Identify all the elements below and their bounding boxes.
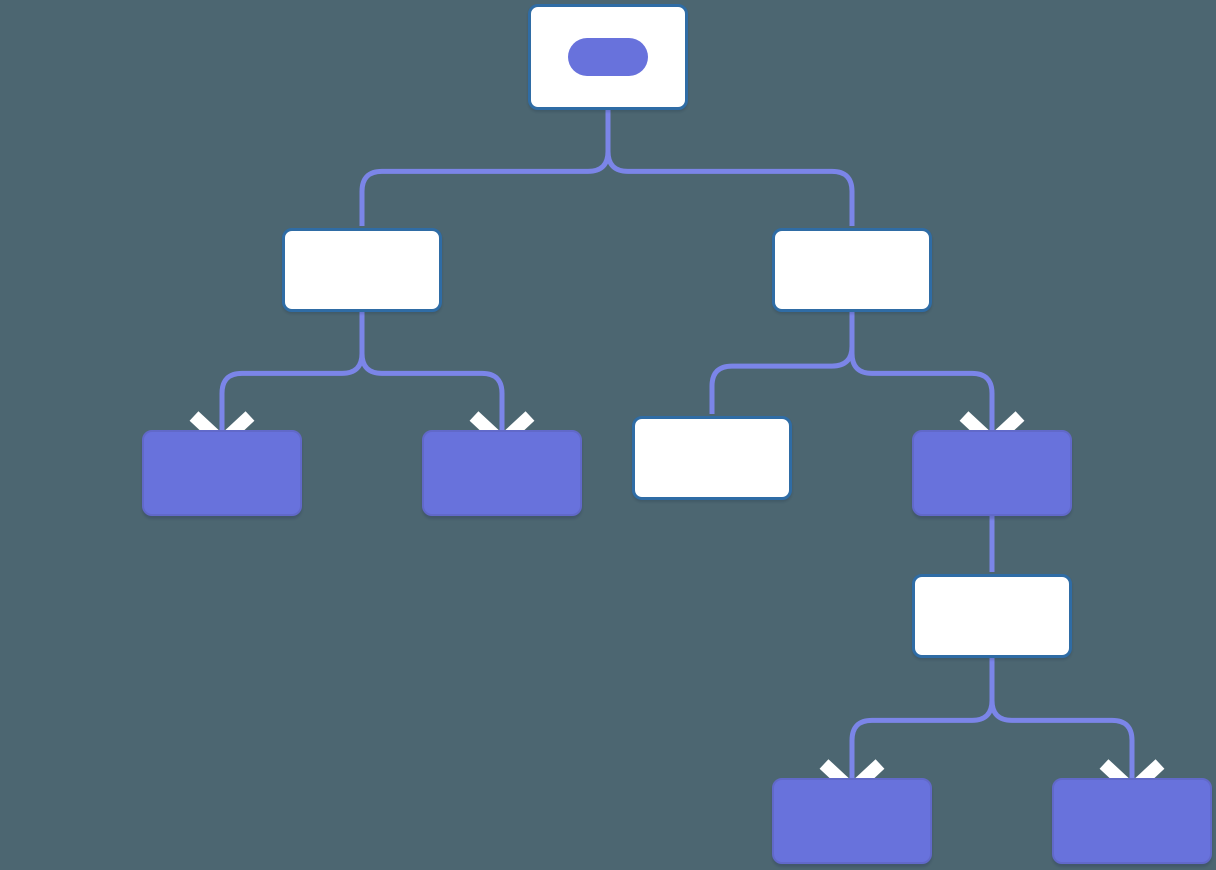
root-label-pill — [568, 38, 648, 76]
node-left-branch[interactable] — [282, 228, 442, 312]
node-right-subbranch[interactable] — [912, 574, 1072, 658]
node-leaf-right-1[interactable] — [772, 778, 932, 864]
node-leaf-left-2[interactable] — [422, 430, 582, 516]
node-right-child-white[interactable] — [632, 416, 792, 500]
node-leaf-right-2[interactable] — [1052, 778, 1212, 864]
node-right-child-purple[interactable] — [912, 430, 1072, 516]
node-leaf-left-1[interactable] — [142, 430, 302, 516]
node-right-branch[interactable] — [772, 228, 932, 312]
node-root[interactable] — [528, 4, 688, 110]
